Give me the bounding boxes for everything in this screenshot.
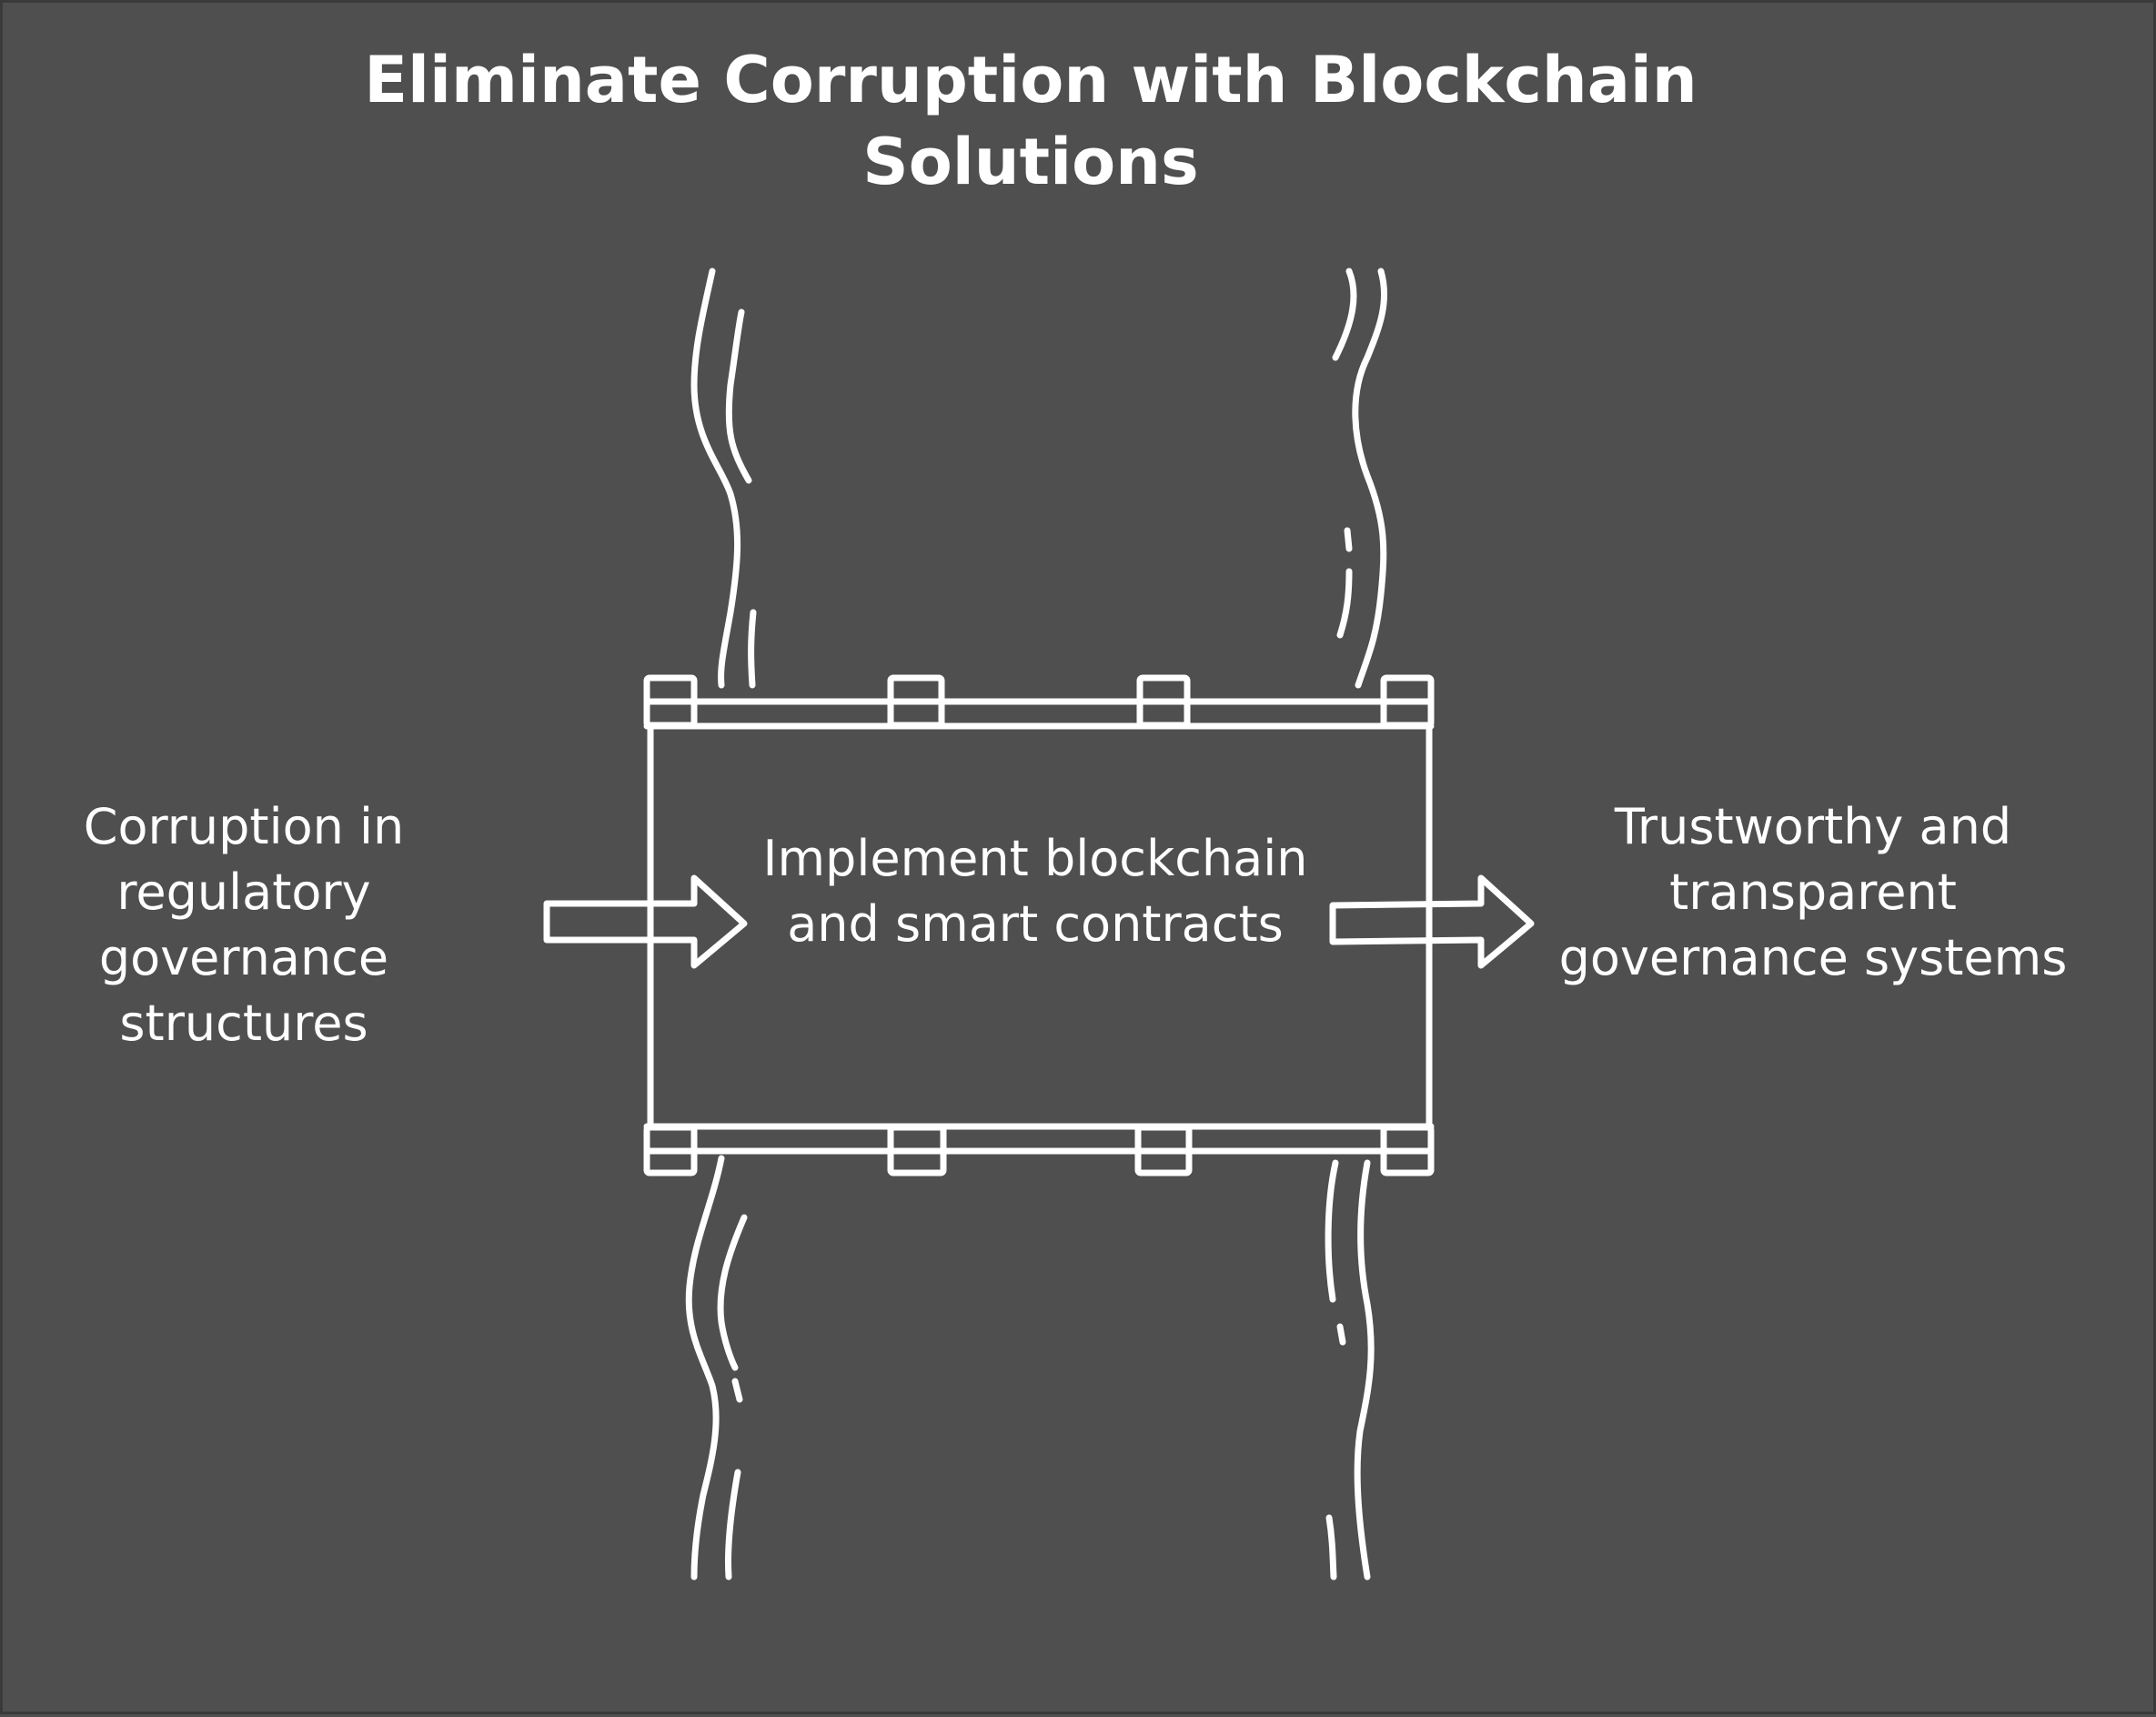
bottom-left-pipe [685, 1155, 748, 1581]
bottom-right-pipe [1325, 1159, 1375, 1581]
output-arrow [1329, 874, 1535, 969]
top-left-pipe [690, 268, 757, 689]
input-label: Corruption in regulatory governance stru… [83, 798, 405, 1052]
diagram-graphics [543, 268, 1535, 1581]
input-arrow [543, 874, 748, 969]
page-title: Eliminate Corruption with Blockchain Sol… [364, 43, 1698, 199]
process-frame [643, 674, 1435, 1177]
process-label: Implement blockchain and smart contracts [762, 830, 1308, 953]
top-right-pipe [1332, 268, 1388, 689]
output-label: Trustworthy and transparent governance s… [1558, 798, 2068, 986]
